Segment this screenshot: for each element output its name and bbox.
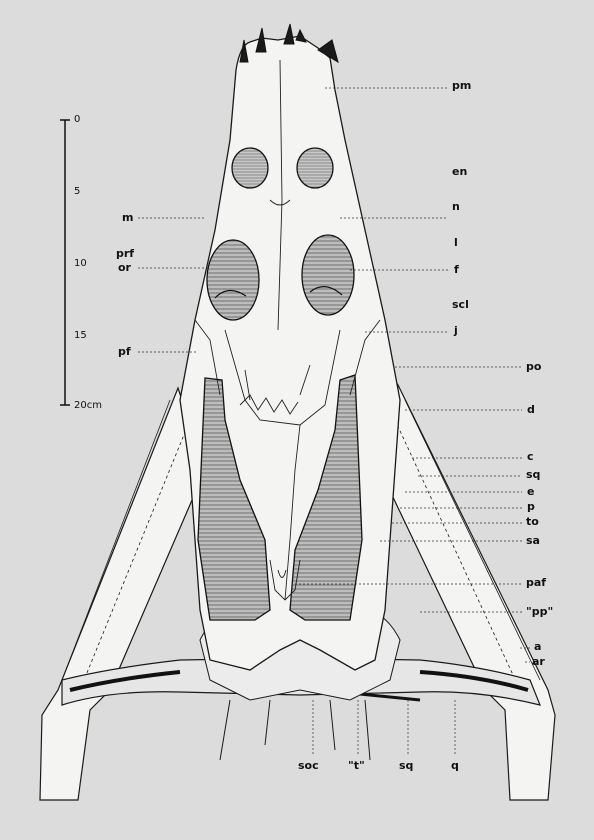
label-m: m: [122, 212, 133, 224]
scale-tick-10: 10: [74, 258, 87, 269]
label-j: j: [454, 325, 458, 337]
scale-tick-15: 15: [74, 330, 87, 341]
label-n: n: [452, 201, 460, 213]
label-sq-bottom: sq: [399, 760, 413, 772]
label-po: po: [526, 361, 541, 373]
label-q: q: [451, 760, 459, 772]
label-sq: sq: [526, 469, 540, 481]
label-sa: sa: [526, 535, 540, 547]
scale-tick-5: 5: [74, 186, 80, 197]
label-paf: paf: [526, 577, 546, 589]
label-t: "t": [348, 760, 365, 772]
label-pm: pm: [452, 80, 471, 92]
label-to: to: [526, 516, 539, 528]
label-d: d: [527, 404, 535, 416]
label-or: or: [118, 262, 131, 274]
label-scl: scl: [452, 299, 469, 311]
scale-bar: [60, 120, 70, 405]
label-f: f: [454, 264, 459, 276]
label-a: a: [534, 641, 541, 653]
label-soc: soc: [298, 760, 319, 772]
label-ar: ar: [532, 656, 545, 668]
label-en: en: [452, 166, 467, 178]
label-prf: prf: [116, 248, 134, 260]
label-p: p: [527, 501, 535, 513]
label-c: c: [527, 451, 534, 463]
scale-tick-0: 0: [74, 114, 80, 125]
label-l: l: [454, 237, 458, 249]
left-jugal-arch: [40, 388, 205, 800]
right-jugal-arch: [380, 385, 555, 800]
label-pf: pf: [118, 346, 131, 358]
label-pp: "pp": [526, 606, 553, 618]
scale-tick-20cm: 20cm: [74, 400, 102, 411]
label-e: e: [527, 486, 534, 498]
